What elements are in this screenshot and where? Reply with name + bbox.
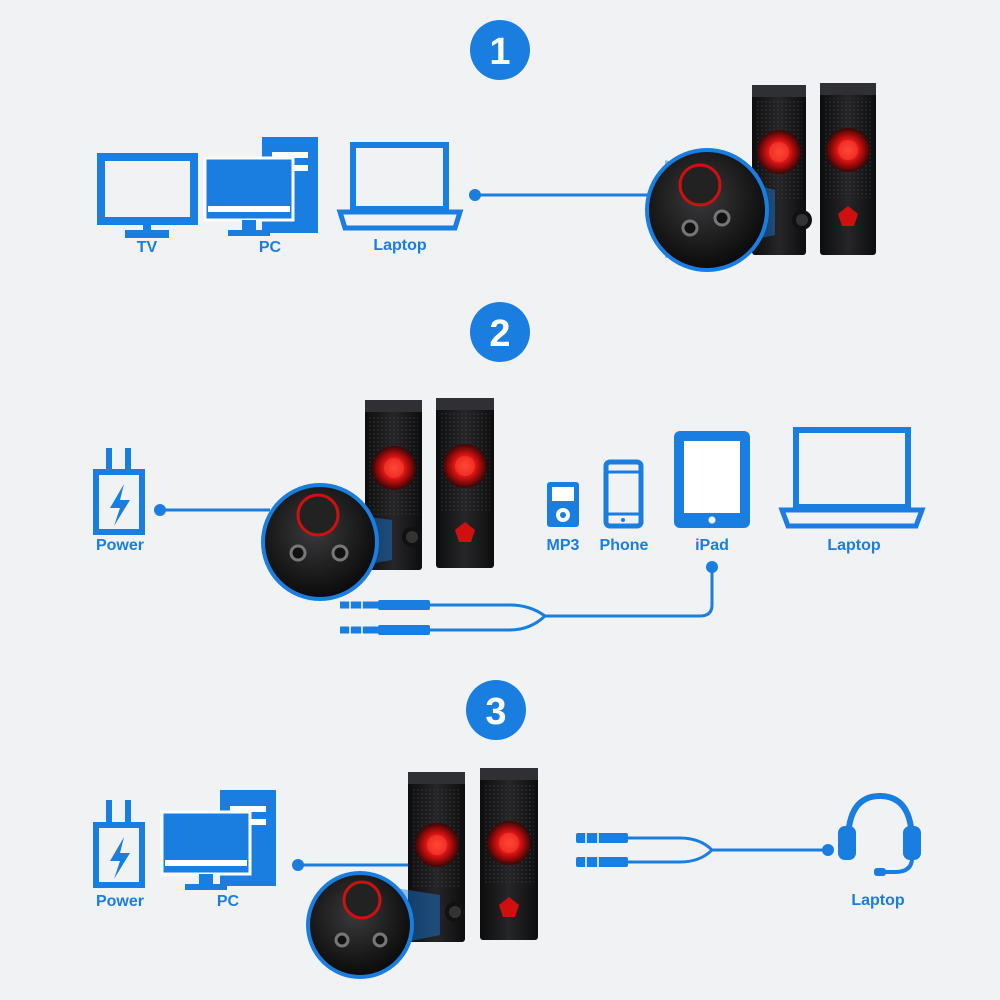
speaker-right <box>480 768 538 940</box>
device-label: PC <box>217 893 240 910</box>
desktop-pc-icon <box>203 137 318 236</box>
device-label: Power <box>96 893 144 910</box>
step-badge: 2 <box>470 302 530 362</box>
step-2: 2 Power <box>93 302 926 636</box>
port-magnifier <box>645 148 775 272</box>
speaker-left <box>365 400 422 570</box>
device-label: Power <box>96 537 144 554</box>
step-1: 1 TV PC Laptop <box>97 20 876 272</box>
power-adapter-icon <box>93 448 145 535</box>
mp3-player-icon <box>547 482 579 527</box>
connection-cable <box>469 189 648 201</box>
device-label: Laptop <box>851 892 905 909</box>
device-label: PC <box>259 239 282 256</box>
device-label: MP3 <box>547 537 580 554</box>
desktop-pc-icon <box>160 790 276 890</box>
speaker-left <box>408 772 465 942</box>
device-label: Laptop <box>827 537 881 554</box>
speaker-right <box>436 398 494 568</box>
tablet-icon <box>674 431 750 528</box>
connection-cable <box>292 859 412 871</box>
connection-cable <box>154 504 270 516</box>
speaker-right <box>820 83 876 255</box>
tv-icon <box>97 153 198 238</box>
step-badge: 1 <box>470 20 530 80</box>
speaker-pair <box>408 768 538 942</box>
aux-cable <box>576 833 834 868</box>
aux-cable <box>340 561 718 636</box>
laptop-icon <box>336 142 464 231</box>
aux-plug <box>576 833 628 844</box>
port-magnifier <box>261 483 392 601</box>
svg-text:1: 1 <box>489 31 510 73</box>
port-magnifier <box>306 871 440 979</box>
speaker-pair <box>752 83 876 255</box>
aux-plug <box>340 600 430 611</box>
speaker-pair <box>365 398 494 570</box>
device-label: iPad <box>695 537 729 554</box>
step-badge: 3 <box>466 680 526 740</box>
aux-plug <box>576 857 628 868</box>
aux-plug <box>340 625 430 636</box>
svg-text:2: 2 <box>489 313 510 355</box>
device-label: Phone <box>600 537 649 554</box>
laptop-icon <box>778 427 926 529</box>
device-label: Laptop <box>373 237 427 254</box>
power-adapter-icon <box>93 800 145 888</box>
speaker-left <box>752 85 812 255</box>
phone-icon <box>603 459 644 529</box>
step-3: 3 Power PC <box>93 680 921 979</box>
headset-icon <box>838 792 921 876</box>
svg-text:3: 3 <box>485 691 506 733</box>
device-label: TV <box>137 239 158 256</box>
